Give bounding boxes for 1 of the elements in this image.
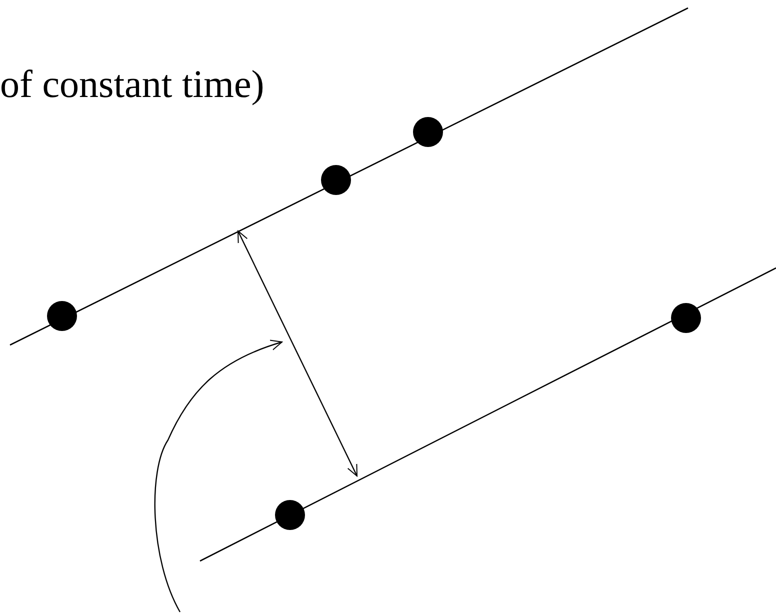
caption-text: of constant time) [0, 62, 264, 107]
